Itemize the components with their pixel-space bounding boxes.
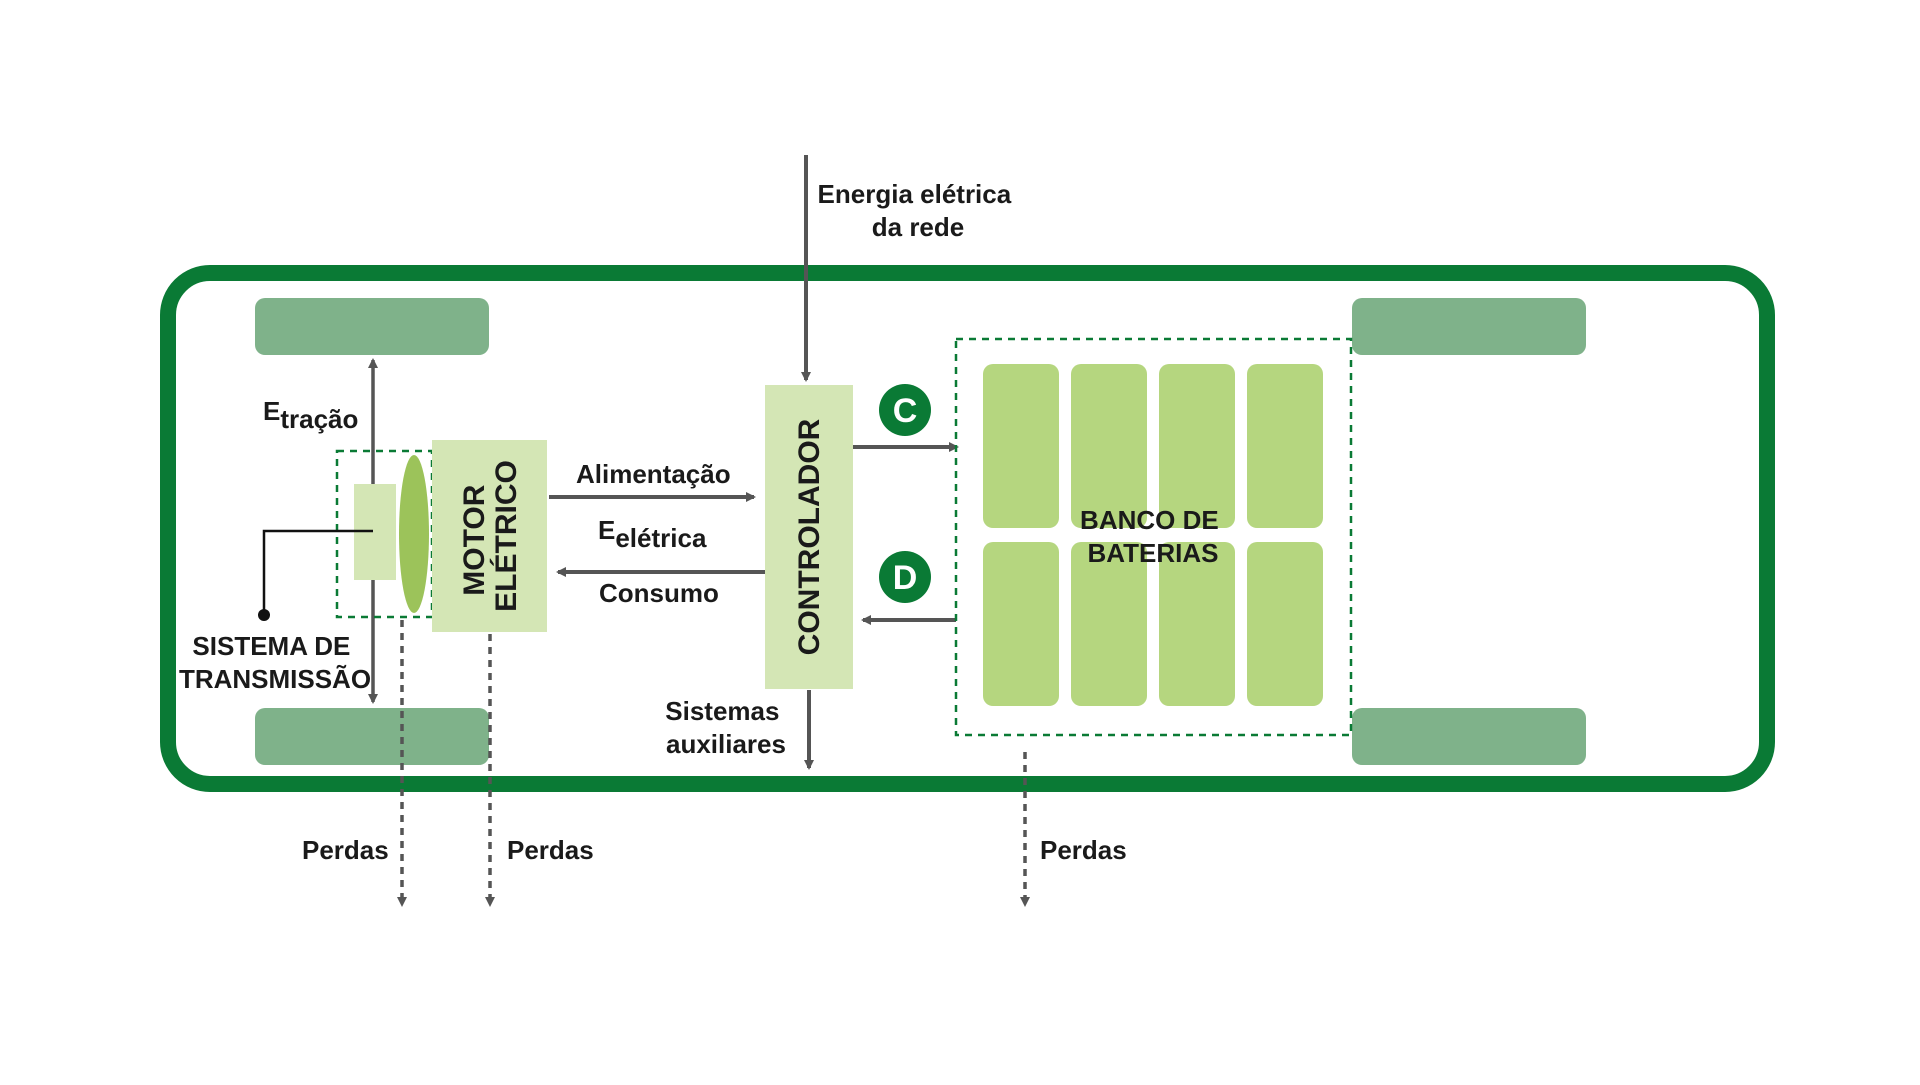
loss-label-1: Perdas	[302, 835, 389, 865]
battery-cell	[1071, 364, 1147, 528]
wheel-front-top	[255, 298, 489, 355]
battery-cell	[1247, 542, 1323, 706]
loss-label-3: Perdas	[1040, 835, 1127, 865]
transmission-lens	[399, 455, 429, 613]
transmission-label: SISTEMA DE TRANSMISSÃO	[179, 631, 371, 694]
battery-bank-label: BANCO DE BATERIAS	[1080, 505, 1226, 568]
battery-bank-dashed-box	[954, 337, 1353, 737]
charge-badge	[879, 384, 931, 436]
battery-cell	[1071, 542, 1147, 706]
motor-label: MOTOR ELÉTRICO	[458, 460, 523, 612]
grid-input-label: Energia elétrica da rede	[818, 179, 1019, 242]
traction-label: Etração	[263, 396, 358, 434]
wheel-front-bottom	[255, 708, 489, 765]
controller-box	[765, 385, 853, 689]
auxiliary-label: Sistemas auxiliares	[665, 696, 786, 759]
loss-label-2: Perdas	[507, 835, 594, 865]
discharge-badge	[879, 551, 931, 603]
battery-cell	[1247, 364, 1323, 528]
wheel-rear-bottom	[1352, 708, 1586, 765]
charge-badge-text: C	[893, 392, 918, 430]
supply-label: Alimentação	[576, 459, 731, 489]
battery-cell	[983, 542, 1059, 706]
controller-label: CONTROLADOR	[793, 418, 826, 655]
battery-cell	[1159, 364, 1235, 528]
motor-box	[432, 440, 547, 632]
electric-energy-label: Eelétrica	[598, 515, 707, 553]
battery-cell	[1159, 542, 1235, 706]
consumption-label: Consumo	[599, 578, 719, 608]
wheel-rear-top	[1352, 298, 1586, 355]
battery-cell	[983, 364, 1059, 528]
battery-cells	[983, 364, 1323, 706]
transmission-pointer	[262, 529, 373, 614]
transmission-pointer-dot	[258, 609, 270, 621]
discharge-badge-text: D	[893, 559, 918, 597]
vehicle-frame	[160, 265, 1775, 792]
